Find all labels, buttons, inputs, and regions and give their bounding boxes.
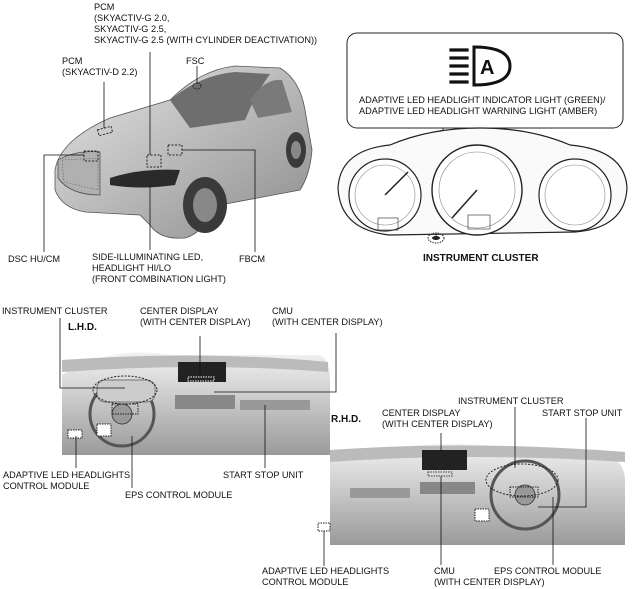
lhd-adaptive-line-2: CONTROL MODULE <box>3 481 90 491</box>
lhd-title: L.H.D. <box>68 322 97 333</box>
rhd-center-display-label: CENTER DISPLAY (WITH CENTER DISPLAY) <box>382 408 493 430</box>
lhd-cmu-line-2: (WITH CENTER DISPLAY) <box>272 317 383 327</box>
rhd-center-display-line-1: CENTER DISPLAY <box>382 408 461 418</box>
pcm-g-label: PCM (SKYACTIV-G 2.0, SKYACTIV-G 2.5, SKY… <box>94 2 317 46</box>
pcm-g-line-1: PCM <box>94 2 115 12</box>
car-illustration <box>54 65 313 239</box>
pcm-g-line-4: SKYACTIV-G 2.5 (WITH CYLINDER DEACTIVATI… <box>94 35 318 45</box>
rhd-center-display-line-2: (WITH CENTER DISPLAY) <box>382 419 493 429</box>
rhd-adaptive-line-2: CONTROL MODULE <box>262 577 349 587</box>
lhd-eps-label: EPS CONTROL MODULE <box>125 490 233 500</box>
rhd-adaptive-line-1: ADAPTIVE LED HEADLIGHTS <box>262 566 390 576</box>
rhd-instrument-cluster-label: INSTRUMENT CLUSTER <box>458 396 564 406</box>
car-leader-lines <box>43 52 256 252</box>
dsc-label: DSC HU/CM <box>8 254 61 264</box>
lhd-adaptive-line-1: ADAPTIVE LED HEADLIGHTS <box>3 470 131 480</box>
svg-text:A: A <box>480 57 494 79</box>
rhd-leader-lines <box>323 407 587 566</box>
indicator-line-1: ADAPTIVE LED HEADLIGHT INDICATOR LIGHT (… <box>359 95 606 105</box>
indicator-line-2: ADAPTIVE LED HEADLIGHT WARNING LIGHT (AM… <box>359 106 598 116</box>
pcm-g-line-3: SKYACTIV-G 2.5, <box>94 24 167 34</box>
lhd-cmu-line-1: CMU <box>272 306 293 316</box>
rhd-title: R.H.D. <box>331 414 361 425</box>
pcm-d-label: PCM (SKYACTIV-D 2.2) <box>62 56 137 78</box>
fbcm-label: FBCM <box>239 254 266 264</box>
instrument-cluster-illustration <box>337 127 628 244</box>
lhd-adaptive-label: ADAPTIVE LED HEADLIGHTS CONTROL MODULE <box>3 470 130 492</box>
pcm-d-line-2: (SKYACTIV-D 2.2) <box>62 67 138 77</box>
lhd-dashboard-illustration <box>62 352 330 455</box>
rhd-cmu-line-2: (WITH CENTER DISPLAY) <box>434 577 545 587</box>
instrument-cluster-title: INSTRUMENT CLUSTER <box>423 253 539 264</box>
rhd-dashboard-illustration <box>317 443 625 545</box>
lhd-center-display-line-1: CENTER DISPLAY <box>140 306 219 316</box>
lhd-cmu-label: CMU (WITH CENTER DISPLAY) <box>272 306 383 328</box>
side-led-label: SIDE-ILLUMINATING LED, HEADLIGHT HI/LO (… <box>92 252 226 285</box>
rhd-cmu-label: CMU (WITH CENTER DISPLAY) <box>434 566 545 588</box>
side-led-line-2: HEADLIGHT HI/LO <box>92 263 171 273</box>
lhd-center-display-label: CENTER DISPLAY (WITH CENTER DISPLAY) <box>140 306 251 328</box>
side-led-line-3: (FRONT COMBINATION LIGHT) <box>92 274 226 284</box>
pcm-d-line-1: PCM <box>62 56 83 66</box>
indicator-label: ADAPTIVE LED HEADLIGHT INDICATOR LIGHT (… <box>359 95 605 117</box>
rhd-cmu-line-1: CMU <box>434 566 455 576</box>
lhd-instrument-cluster-label: INSTRUMENT CLUSTER <box>2 306 108 316</box>
side-led-line-1: SIDE-ILLUMINATING LED, <box>92 252 204 262</box>
lhd-start-stop-label: START STOP UNIT <box>223 470 304 480</box>
fsc-label: FSC <box>186 56 205 66</box>
rhd-start-stop-label: START STOP UNIT <box>542 408 623 418</box>
headlight-auto-icon: A <box>449 45 512 87</box>
lhd-center-display-line-2: (WITH CENTER DISPLAY) <box>140 317 251 327</box>
rhd-adaptive-label: ADAPTIVE LED HEADLIGHTS CONTROL MODULE <box>262 566 389 588</box>
pcm-g-line-2: (SKYACTIV-G 2.0, <box>94 13 170 23</box>
lhd-leader-lines <box>59 318 337 488</box>
rhd-eps-label: EPS CONTROL MODULE <box>494 566 602 576</box>
